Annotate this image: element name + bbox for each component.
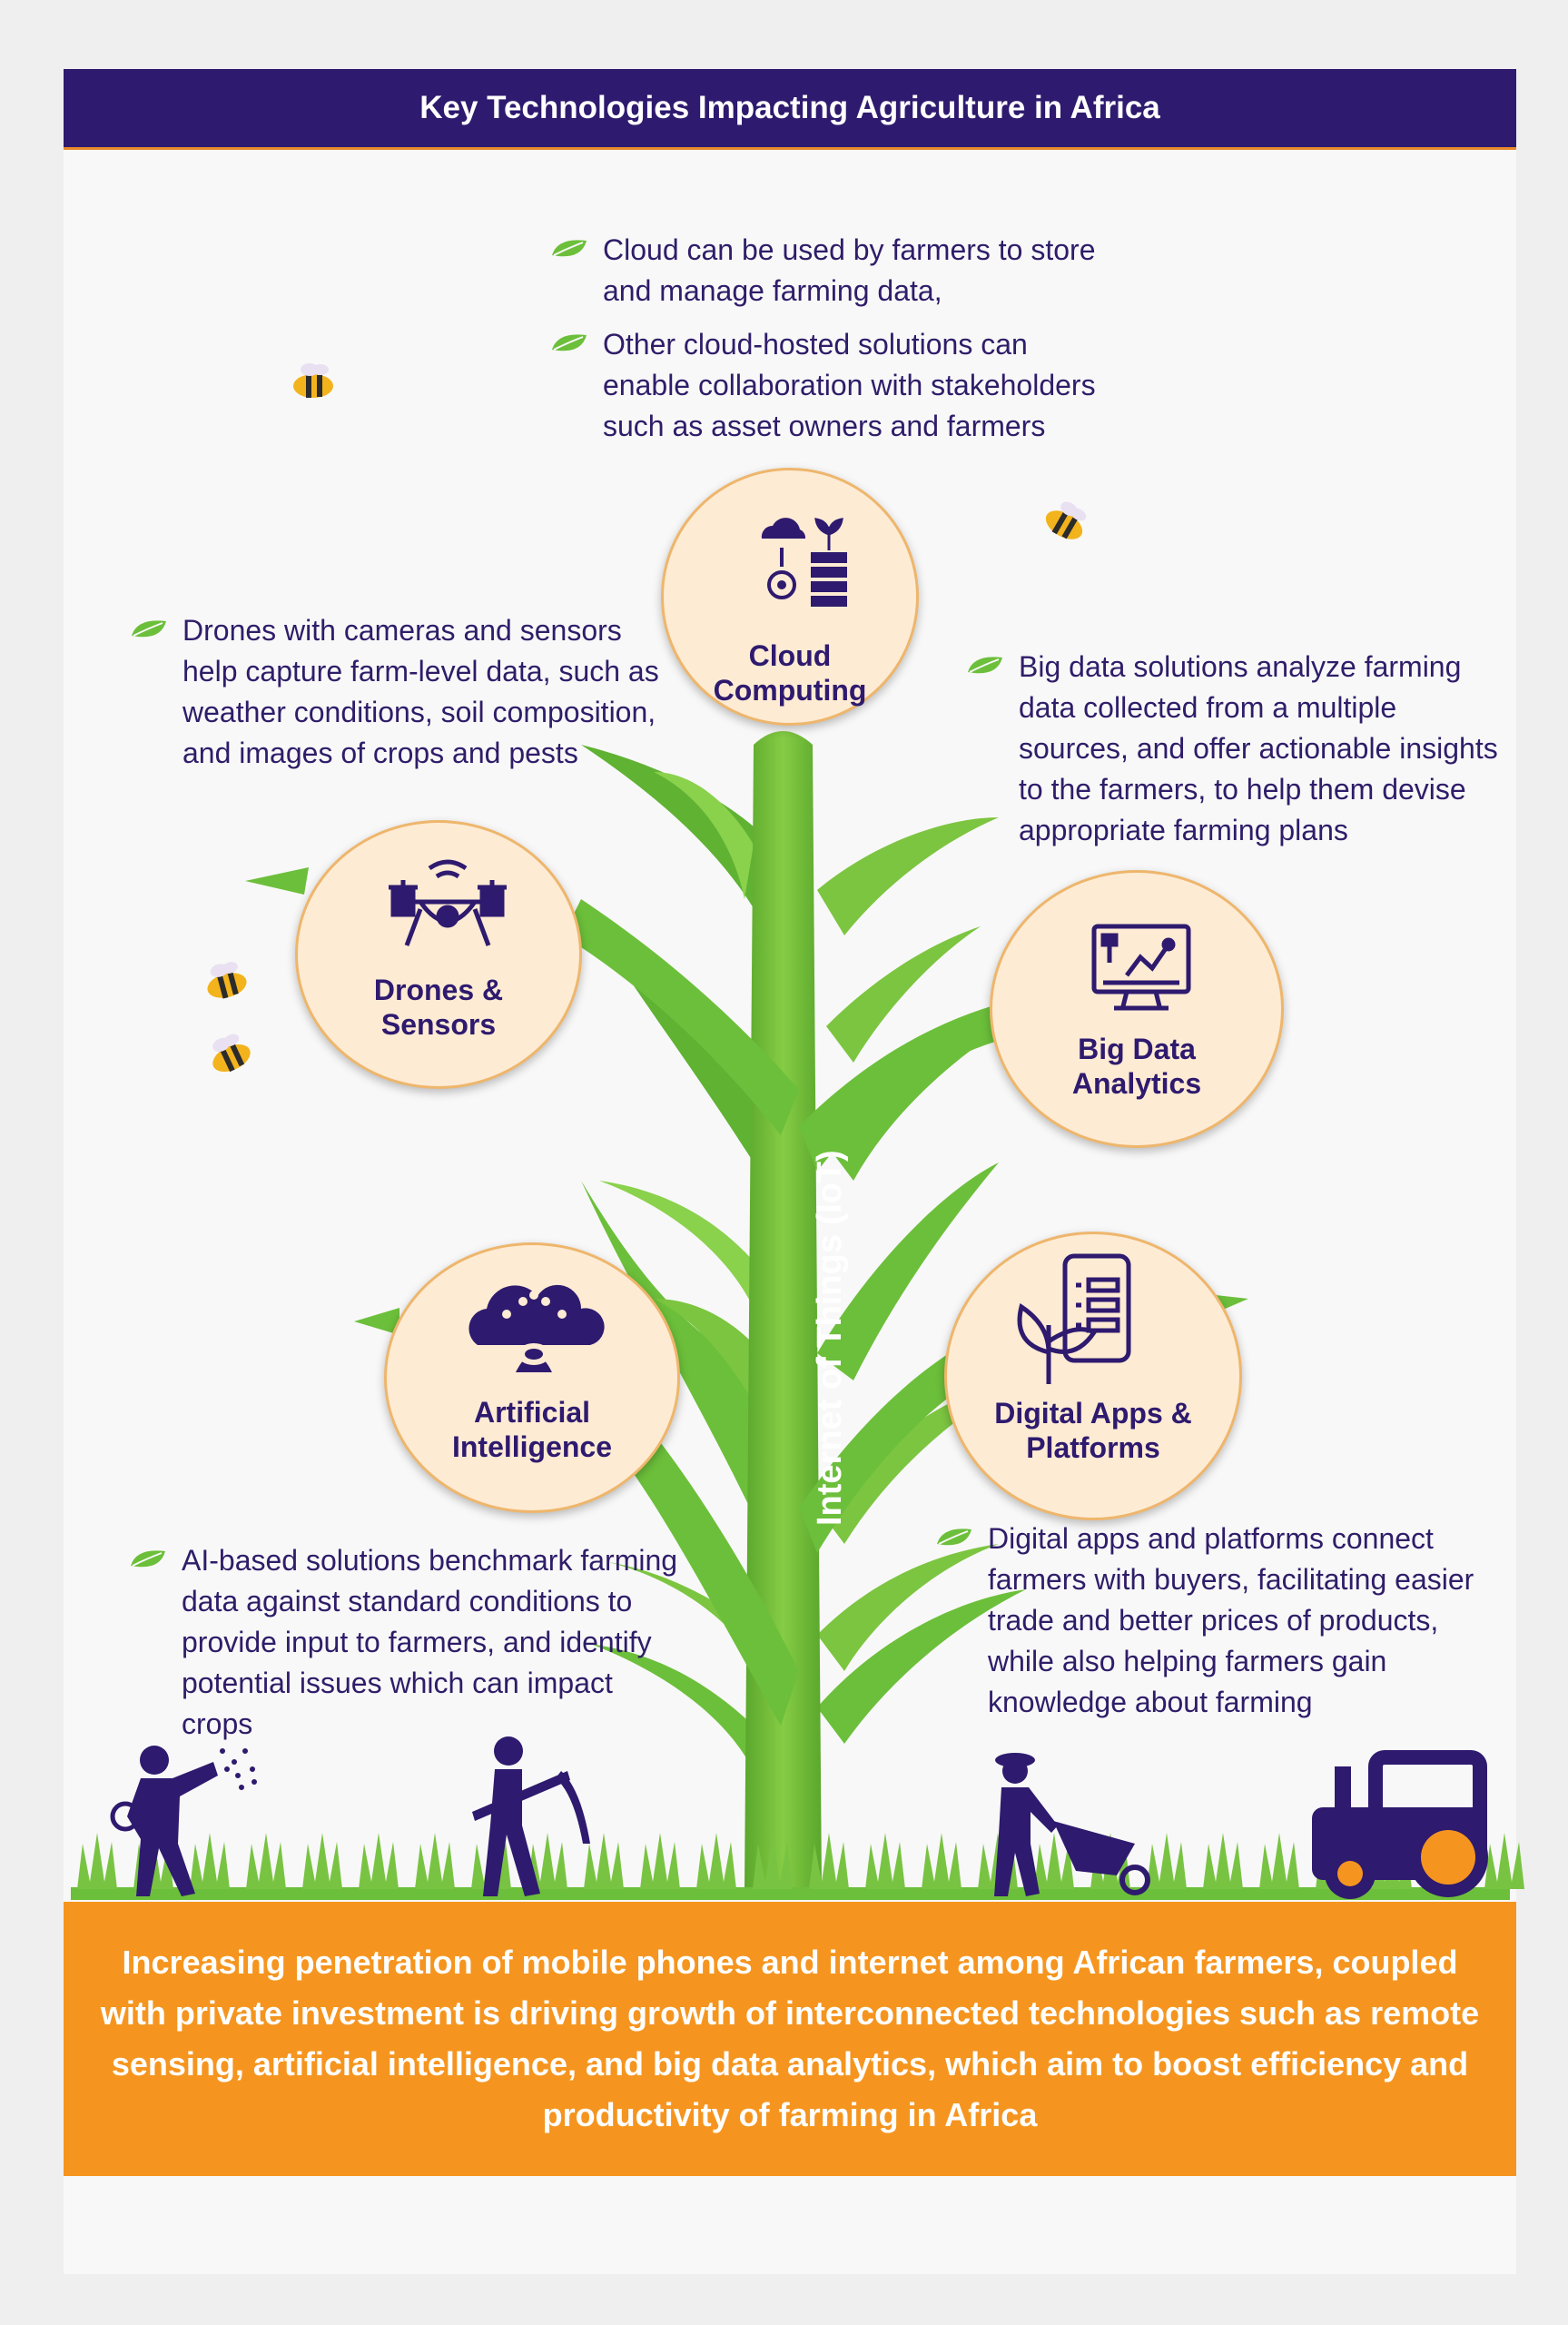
leaf	[826, 999, 1053, 1181]
cloud-point-2: Other cloud-hosted solutions can enable …	[603, 328, 1096, 442]
grass-tuft	[640, 1833, 680, 1889]
bullet-item: Big data solutions analyze farming data …	[966, 647, 1511, 851]
cloud-computing-circle: Cloud Computing	[661, 468, 919, 726]
grass-tuft	[246, 1833, 286, 1889]
grass-tuft	[1147, 1833, 1187, 1889]
grass-tuft	[359, 1833, 399, 1889]
farmer-wheelbarrow-icon	[994, 1753, 1150, 1896]
grass-tuft	[1259, 1833, 1299, 1889]
grass-tuft	[584, 1833, 624, 1889]
leaf-bullet-icon	[968, 657, 1002, 674]
grass-tuft	[753, 1833, 793, 1889]
ai-brain-cloud-icon	[468, 1284, 605, 1372]
leaf	[817, 1162, 999, 1380]
drones-label-line1: Drones &	[373, 974, 504, 1006]
branch	[799, 999, 1017, 1172]
grass-tuft	[865, 1833, 905, 1889]
leaf-bullet-icon	[131, 1550, 165, 1568]
ai-label-line2: Intelligence	[451, 1430, 613, 1463]
leaf	[581, 745, 781, 908]
bee-icon	[293, 363, 333, 398]
apps-description: Digital apps and platforms connect farme…	[935, 1519, 1507, 1736]
leaf	[817, 1380, 1017, 1544]
grass-tuft	[1203, 1833, 1243, 1889]
page-title: Key Technologies Impacting Agriculture i…	[64, 69, 1516, 150]
leaf-bullet-icon	[552, 240, 587, 257]
grass-tuft	[190, 1833, 230, 1889]
farmer-hoe-icon	[472, 1736, 590, 1896]
digital-apps-circle: Digital Apps & Platforms	[944, 1232, 1242, 1520]
grass-tuft	[1484, 1833, 1524, 1889]
drone-icon	[389, 859, 507, 946]
footer-summary: Increasing penetration of mobile phones …	[64, 1902, 1516, 2176]
drones-sensors-circle: Drones & Sensors	[295, 820, 582, 1089]
ai-description: AI-based solutions benchmark farming dat…	[129, 1540, 692, 1757]
leaf-bullet-icon	[552, 334, 587, 351]
ai-circle: Artificial Intelligence	[384, 1242, 680, 1513]
branch	[590, 1390, 799, 1726]
drones-label-line2: Sensors	[380, 1008, 497, 1041]
grass-tuft	[528, 1833, 567, 1889]
leaf	[581, 1181, 781, 1535]
leaf	[817, 817, 999, 935]
grass-tuft	[809, 1833, 849, 1889]
mobile-plant-icon	[1017, 1253, 1131, 1384]
drones-point-1: Drones with cameras and sensors help cap…	[182, 614, 659, 769]
plant-stem	[745, 731, 822, 1889]
branch	[563, 899, 799, 1135]
ai-point-1: AI-based solutions benchmark farming dat…	[182, 1544, 678, 1740]
bigdata-point-1: Big data solutions analyze farming data …	[1019, 650, 1498, 846]
leaf-bullet-icon	[937, 1529, 971, 1546]
bullet-item: Digital apps and platforms connect farme…	[935, 1519, 1507, 1723]
apps-point-1: Digital apps and platforms connect farme…	[988, 1522, 1474, 1718]
cloud-server-icon	[761, 518, 847, 607]
big-data-circle: Big Data Analytics	[990, 870, 1284, 1148]
bullet-item: AI-based solutions benchmark farming dat…	[129, 1540, 692, 1745]
grass-tuft	[415, 1833, 455, 1889]
stem-label: Internet of Things (IoT)	[811, 1150, 849, 1526]
bee-icon	[212, 1034, 251, 1073]
branch	[799, 1335, 990, 1553]
leaf	[599, 1181, 763, 1308]
bigdata-label-line1: Big Data	[1078, 1033, 1196, 1065]
cloud-label-line1: Cloud	[748, 639, 832, 672]
grass-tuft	[922, 1833, 962, 1889]
bullet-item: Drones with cameras and sensors help cap…	[130, 610, 675, 774]
bigdata-description: Big data solutions analyze farming data …	[966, 647, 1511, 864]
bigdata-label-line2: Analytics	[1071, 1067, 1202, 1100]
grass-tuft	[77, 1833, 117, 1889]
bee-icon	[207, 962, 247, 999]
leaf-tip	[245, 867, 309, 895]
bullet-item: Cloud can be used by farmers to store an…	[550, 230, 1104, 312]
cloud-point-1: Cloud can be used by farmers to store an…	[603, 233, 1096, 307]
leaf	[826, 926, 981, 1063]
grass-tuft	[302, 1833, 342, 1889]
ai-label-line1: Artificial	[473, 1396, 591, 1429]
leaf-tip	[354, 1308, 399, 1335]
drones-description: Drones with cameras and sensors help cap…	[130, 610, 675, 787]
footer-text: Increasing penetration of mobile phones …	[100, 1944, 1480, 2133]
leaf	[817, 1589, 1026, 1744]
seed-dots	[220, 1748, 257, 1790]
leaf-bullet-icon	[132, 620, 166, 638]
leaf	[817, 1544, 999, 1671]
tractor-icon	[1312, 1750, 1488, 1899]
cloud-label-line2: Computing	[713, 674, 867, 707]
farmer-sowing-icon	[110, 1746, 218, 1896]
bee-icon	[1045, 501, 1087, 539]
apps-label-line1: Digital Apps &	[994, 1397, 1192, 1430]
bullet-item: Other cloud-hosted solutions can enable …	[550, 324, 1104, 447]
leaf	[590, 1644, 763, 1771]
grass-tuft	[696, 1833, 736, 1889]
cloud-description: Cloud can be used by farmers to store an…	[550, 230, 1104, 460]
ground-strip	[71, 1887, 1510, 1900]
leaf	[654, 772, 754, 899]
analytics-monitor-icon	[1091, 924, 1191, 1011]
apps-label-line2: Platforms	[1026, 1431, 1160, 1464]
grass-tuft	[1034, 1833, 1074, 1889]
